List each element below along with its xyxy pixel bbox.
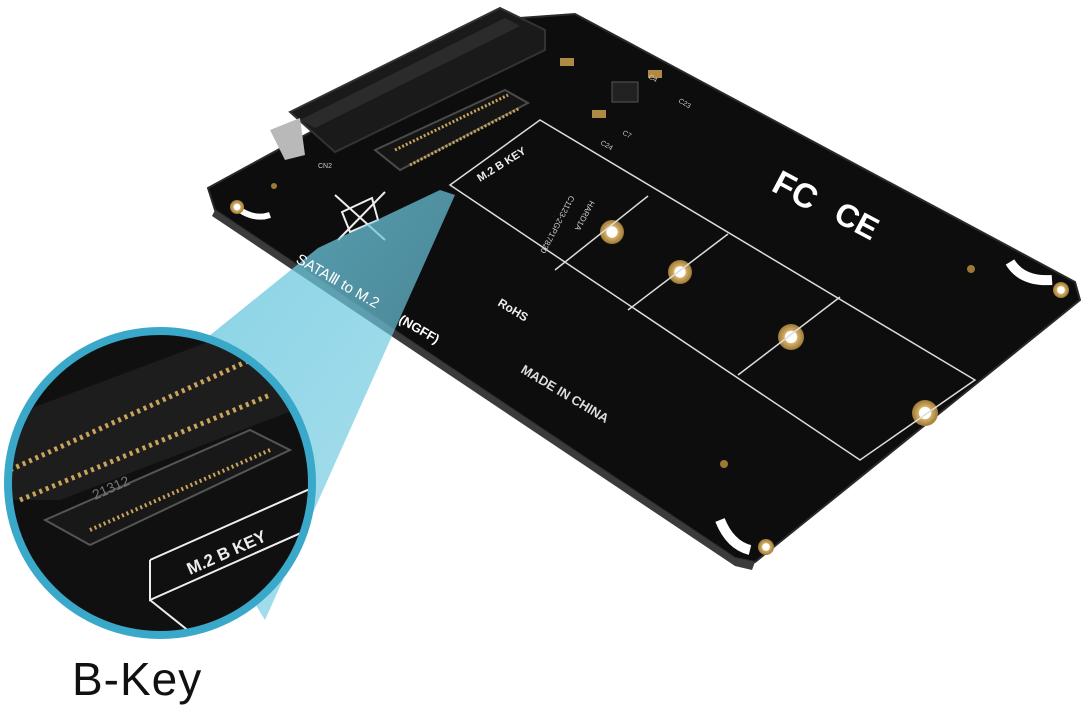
mount-hole [758,539,774,555]
m2-slot [373,88,531,172]
mount-hole [230,200,244,214]
screw-hole [600,220,624,244]
c7-label: C7 [621,130,632,141]
mount-hole [1053,282,1069,298]
sata-connector [270,6,546,160]
magnifier-ring [4,327,316,639]
caption-b-key: B-Key [72,653,203,705]
c4-label: C4 [647,74,658,85]
screw-hole [778,324,804,350]
screw-hole [912,400,938,426]
cn2-label: CN2 [318,163,332,170]
magnifier-lens: M.2 B KEY 21312 [4,327,316,639]
